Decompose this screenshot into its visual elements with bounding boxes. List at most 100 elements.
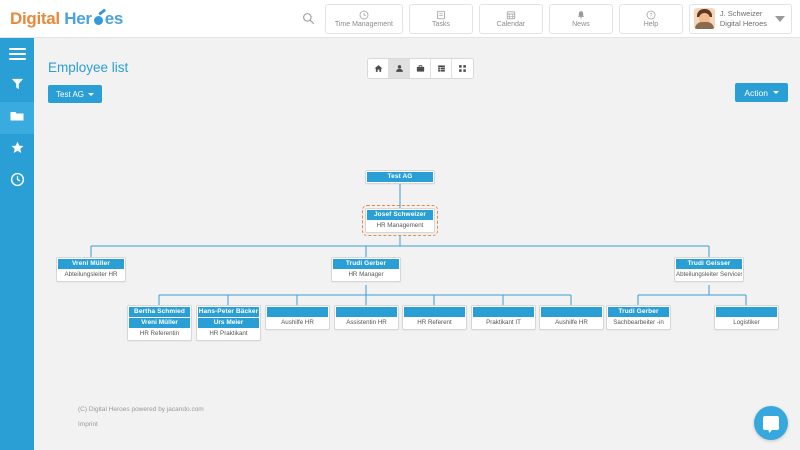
home-icon: [374, 60, 383, 78]
org-node-role: HR Referentin: [129, 329, 190, 339]
top-nav-right-group: Time Management Tasks Calendar News: [299, 3, 800, 34]
sidebar-item-recent[interactable]: [0, 166, 34, 198]
org-node-name: [336, 307, 397, 317]
org-node-hr-referent[interactable]: HR Referent: [402, 305, 467, 330]
chat-bubble-icon[interactable]: [754, 406, 788, 440]
org-node-josef-schweizer[interactable]: Josef Schweizer HR Management: [362, 205, 438, 236]
main-content: Employee list Test AG: [34, 38, 800, 450]
view-mode-toggle: [367, 58, 474, 79]
nav-calendar-label: Calendar: [496, 20, 526, 28]
org-unit-selector[interactable]: Test AG: [48, 85, 103, 103]
sidebar-item-filter[interactable]: [0, 70, 34, 102]
action-button[interactable]: Action: [735, 83, 788, 102]
org-node-role: Praktikant IT: [473, 318, 534, 328]
tasks-icon: [436, 10, 446, 20]
nav-tasks[interactable]: Tasks: [408, 3, 473, 34]
org-node-name: Trudi Geisser: [676, 259, 742, 269]
org-node-name: Vreni Müller: [58, 259, 124, 269]
org-node-role: HR Manager: [333, 270, 399, 280]
sidebar-item-menu[interactable]: [0, 38, 34, 70]
org-node-trudi-gerber-manager[interactable]: Trudi Gerber HR Manager: [331, 257, 401, 282]
org-node-role: Sachbearbeiter -in: [608, 318, 669, 328]
sidebar-item-folder[interactable]: [0, 102, 34, 134]
org-node-role: Abteilungsleiter HR: [58, 270, 124, 280]
org-node-role: HR Management: [367, 221, 433, 231]
table-icon: [437, 60, 446, 78]
person-icon: [395, 60, 404, 78]
org-node-name: Trudi Gerber: [333, 259, 399, 269]
user-menu-text: J. Schweizer Digital Heroes: [720, 9, 767, 28]
org-node-subname: Vreni Müller: [129, 318, 190, 328]
org-node-name: Josef Schweizer: [367, 210, 433, 220]
org-node-logistiker[interactable]: Logistiker: [714, 305, 779, 330]
org-node-aushilfe-hr-2[interactable]: Aushilfe HR: [539, 305, 604, 330]
org-node-name: [473, 307, 534, 317]
org-node-name: [716, 307, 777, 317]
grid-icon: [458, 60, 467, 78]
svg-text:?: ?: [649, 13, 652, 19]
view-toggle-grid[interactable]: [452, 59, 473, 78]
calendar-icon: [506, 10, 516, 20]
briefcase-icon: [416, 60, 425, 78]
org-node-role: Aushilfe HR: [267, 318, 328, 328]
org-node-assistentin-hr[interactable]: Assistentin HR: [334, 305, 399, 330]
hamburger-menu-icon: [8, 45, 26, 63]
nav-tasks-label: Tasks: [431, 20, 450, 28]
org-node-bertha-schmied[interactable]: Bertha Schmied Vreni Müller HR Referenti…: [127, 305, 192, 341]
left-sidebar: [0, 38, 34, 450]
view-toggle-briefcase[interactable]: [410, 59, 431, 78]
org-node-name: Hans-Peter Bäcker: [198, 307, 259, 317]
org-node-role: HR Praktikant: [198, 329, 259, 339]
org-chart: Test AG Josef Schweizer HR Management Vr…: [34, 38, 800, 398]
bell-icon: [576, 10, 586, 20]
org-node-hans-peter-baecker[interactable]: Hans-Peter Bäcker Urs Meier HR Praktikan…: [196, 305, 261, 341]
chevron-down-icon: [773, 91, 779, 94]
brand-logo-digital: Digital: [10, 8, 60, 28]
folder-icon: [9, 108, 25, 129]
org-node-trudi-geisser[interactable]: Trudi Geisser Abteilungsleiter Services: [674, 257, 744, 282]
user-company: Digital Heroes: [719, 18, 767, 28]
org-node-praktikant-it[interactable]: Praktikant IT: [471, 305, 536, 330]
user-menu[interactable]: J. Schweizer Digital Heroes: [688, 3, 792, 34]
chevron-down-icon: [88, 92, 95, 96]
org-node-root[interactable]: Test AG: [365, 170, 435, 184]
org-unit-selector-label: Test AG: [56, 89, 85, 99]
org-node-vreni-mueller[interactable]: Vreni Müller Abteilungsleiter HR: [56, 257, 126, 282]
filter-funnel-icon: [10, 76, 25, 96]
star-icon: [10, 140, 25, 160]
view-toggle-home[interactable]: [368, 59, 389, 78]
chevron-down-icon: [775, 15, 785, 22]
org-node-name: Trudi Gerber: [608, 307, 669, 317]
nav-news-label: News: [572, 20, 590, 28]
comet-icon: [92, 7, 106, 26]
nav-time-management[interactable]: Time Management: [324, 3, 403, 34]
org-node-role: Aushilfe HR: [541, 318, 602, 328]
view-toggle-person[interactable]: [389, 59, 410, 78]
sidebar-item-favorites[interactable]: [0, 134, 34, 166]
page-title: Employee list: [48, 60, 129, 75]
org-node-aushilfe-hr-1[interactable]: Aushilfe HR: [265, 305, 330, 330]
action-button-label: Action: [744, 87, 768, 98]
avatar: [693, 8, 715, 29]
org-node-name: Test AG: [367, 172, 433, 182]
user-name: J. Schweizer: [719, 9, 763, 19]
org-node-role: Assistentin HR: [336, 318, 397, 328]
nav-news[interactable]: News: [548, 3, 613, 34]
nav-help[interactable]: ? Help: [618, 3, 683, 34]
search-icon[interactable]: [299, 9, 319, 29]
org-node-trudi-gerber-sachbearbeiter[interactable]: Trudi Gerber Sachbearbeiter -in: [606, 305, 671, 330]
clock-icon: [359, 10, 369, 20]
org-node-subname: Urs Meier: [198, 318, 259, 328]
view-toggle-table[interactable]: [431, 59, 452, 78]
brand-logo-es: es: [104, 8, 124, 28]
footer-imprint-link[interactable]: Imprint: [78, 421, 98, 428]
org-node-name: Bertha Schmied: [129, 307, 190, 317]
clock-history-icon: [10, 172, 25, 192]
footer: (C) Digital Heroes powered by jacando.co…: [78, 406, 204, 436]
nav-calendar[interactable]: Calendar: [478, 3, 543, 34]
org-node-role: Abteilungsleiter Services: [676, 270, 742, 280]
org-node-role: Logistiker: [716, 318, 777, 328]
